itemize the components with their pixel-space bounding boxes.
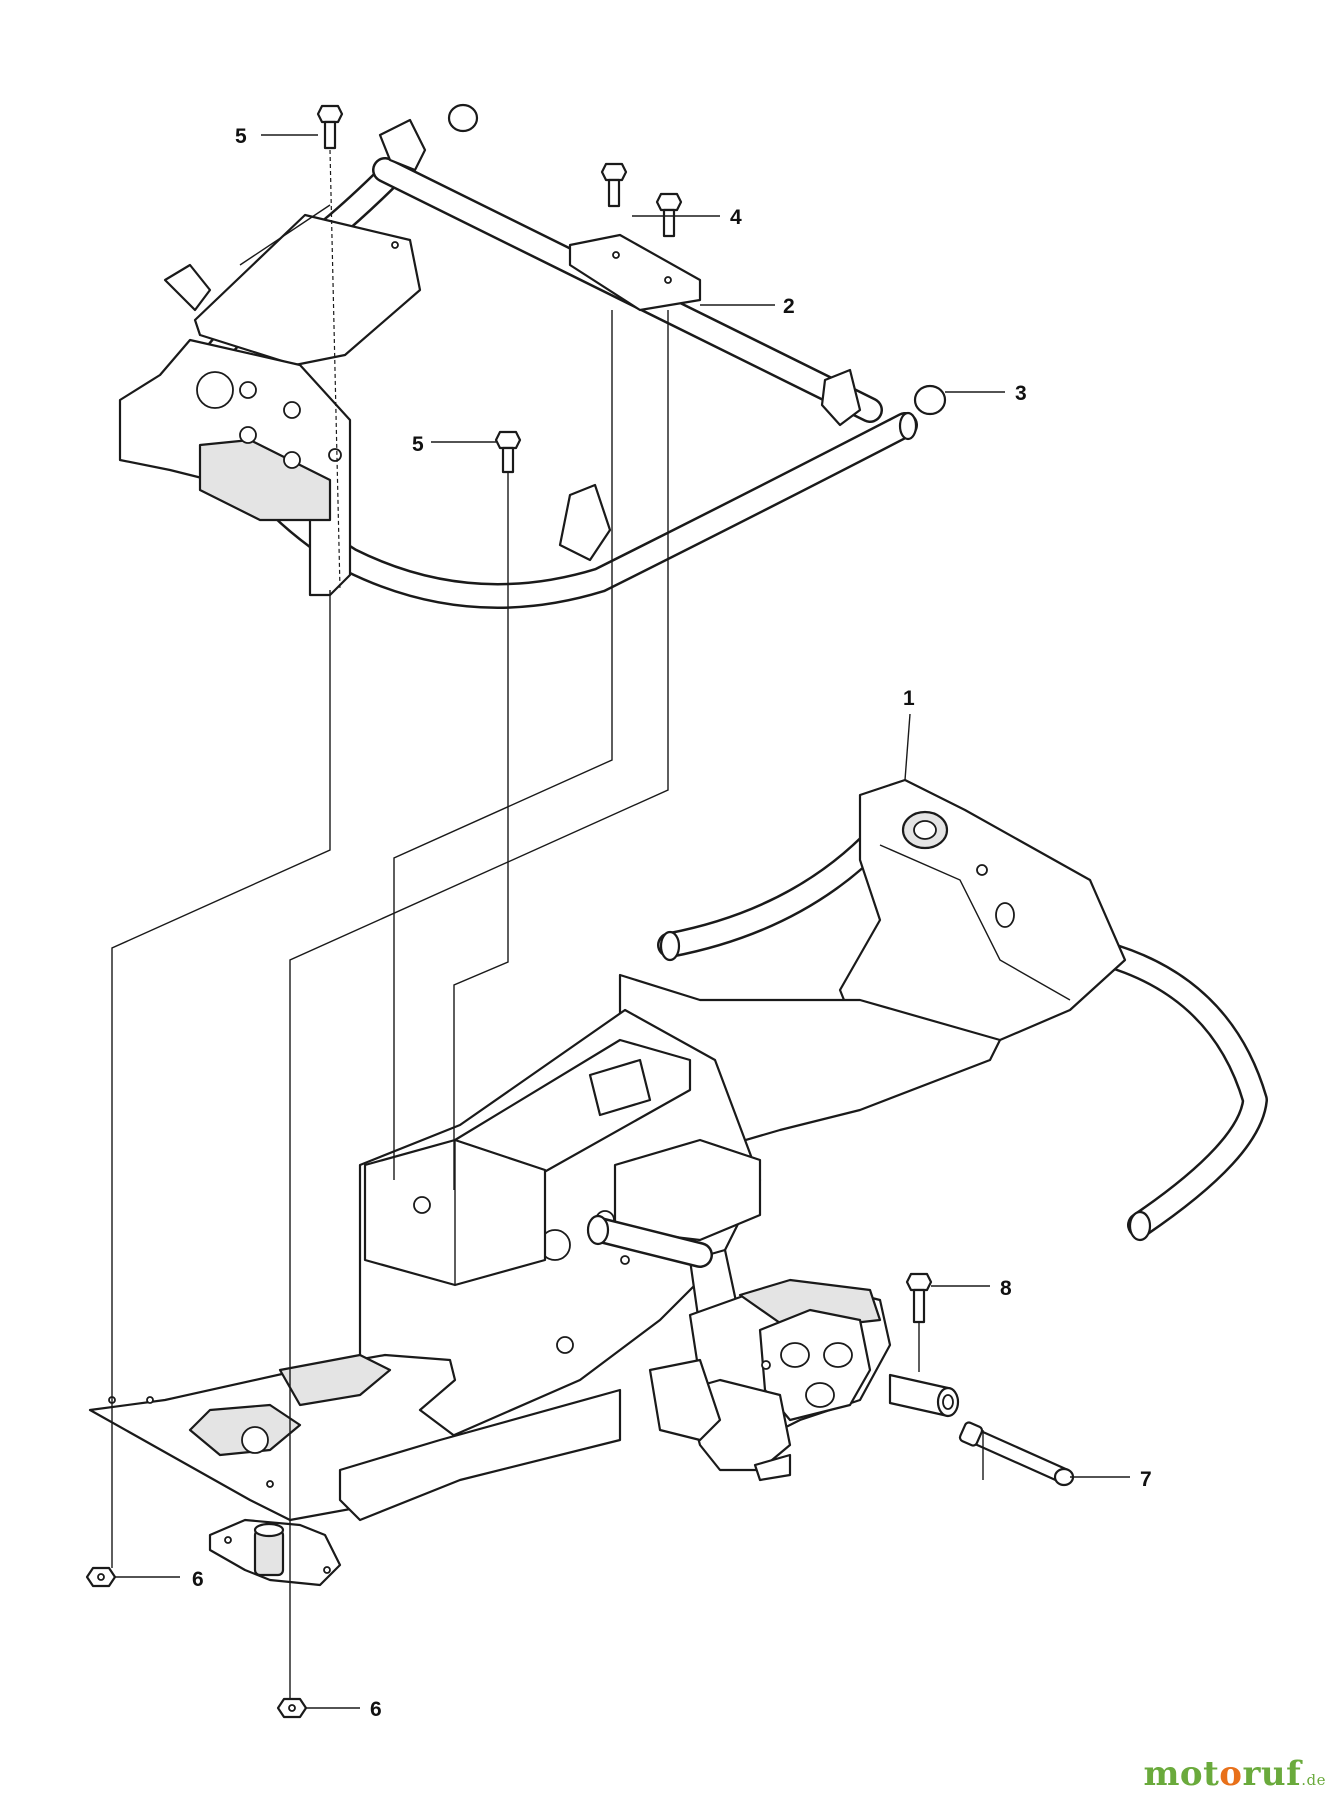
rubber-bumper-top — [447, 103, 479, 133]
callout-4: 4 — [730, 206, 742, 229]
foot-pad-left — [188, 1403, 302, 1457]
callout-leaders — [115, 134, 1130, 1709]
bolt-4-right — [655, 192, 683, 238]
main-frame-assembly — [88, 778, 1268, 1587]
callout-3: 3 — [1015, 382, 1027, 405]
callout-2: 2 — [783, 295, 795, 318]
foot-pad-right — [278, 1353, 392, 1407]
lower-channel — [338, 1388, 622, 1522]
callout-8: 8 — [1000, 1277, 1012, 1300]
bolt-4-left — [600, 162, 628, 208]
callout-6-lower: 6 — [370, 1698, 382, 1721]
watermark-ruf: ruf — [1242, 1754, 1302, 1794]
seat-plate — [193, 213, 422, 367]
bolt-5-upper-left — [316, 104, 344, 150]
watermark-mot: mot — [1143, 1754, 1220, 1794]
latch-clip-middle — [558, 483, 612, 562]
nut-6-upper — [85, 1566, 117, 1588]
latch-clip-right — [820, 368, 862, 427]
bolt-8 — [905, 1272, 933, 1324]
callout-5-middle: 5 — [412, 433, 424, 456]
motoruf-watermark: motoruf.de — [1143, 1754, 1326, 1794]
callout-7: 7 — [1140, 1468, 1152, 1491]
axle-pin-7 — [958, 1421, 1075, 1487]
watermark-tld: .de — [1301, 1771, 1326, 1789]
assembly-lines — [111, 149, 984, 1699]
bolt-5-middle — [494, 430, 522, 474]
seat-frame-assembly — [118, 103, 947, 609]
callout-5-upper: 5 — [235, 125, 247, 148]
nut-6-lower — [276, 1697, 308, 1719]
bar-pad — [568, 233, 702, 312]
latch-clip-top — [378, 118, 427, 172]
callout-6-upper: 6 — [192, 1568, 204, 1591]
rubber-bumper — [913, 384, 947, 416]
callout-1: 1 — [903, 687, 915, 710]
front-tab — [588, 1058, 652, 1117]
axle-arm — [648, 1358, 722, 1442]
latch-clip-left — [163, 263, 212, 312]
watermark-o: o — [1219, 1754, 1243, 1794]
